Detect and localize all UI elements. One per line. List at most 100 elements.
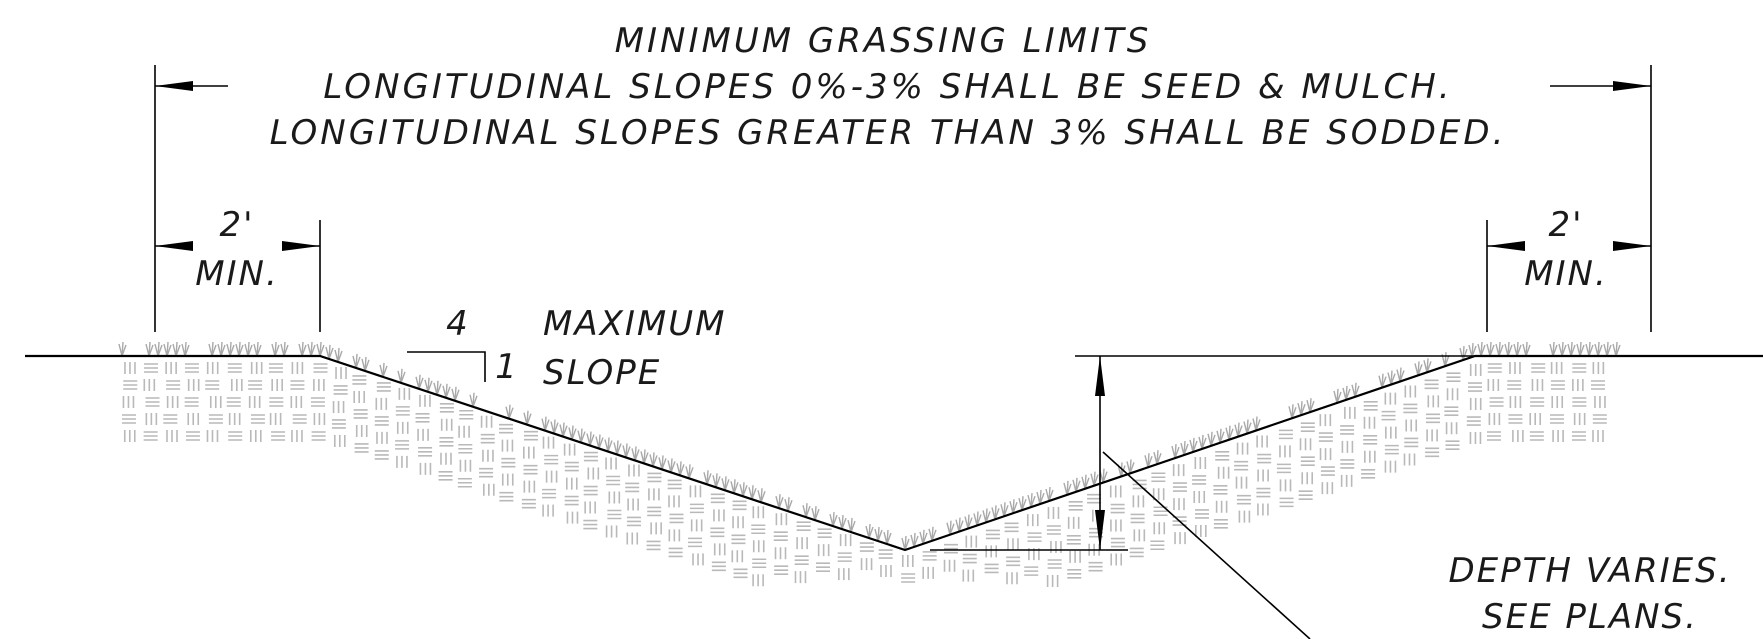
hatch-mark [1109, 485, 1122, 498]
grass-tuft [1225, 425, 1234, 440]
hatch-mark [1507, 380, 1522, 390]
grass-tuft [1000, 502, 1009, 517]
hatch-mark [566, 511, 579, 524]
grass-tuft [595, 434, 604, 449]
grass-tuft [244, 341, 253, 357]
hatch-mark [1592, 414, 1607, 424]
slope-rise-value: 1 [495, 347, 519, 387]
hatch-mark [1172, 482, 1187, 492]
grass-tuft [1153, 450, 1162, 465]
hatch-mark [1469, 364, 1482, 377]
hatch-mark [962, 553, 977, 564]
grass-tuft [577, 428, 586, 443]
hatch-mark [1132, 495, 1145, 508]
hatch-mark [583, 485, 598, 496]
grass-tuft [469, 392, 478, 407]
hatch-mark [248, 380, 263, 390]
hatch-mark [1571, 431, 1586, 441]
right-offset-value: 2' [1549, 205, 1584, 245]
hatch-mark [166, 396, 179, 408]
hatch-mark [501, 457, 516, 468]
hatch-mark [1027, 532, 1042, 542]
grass-tuft [1486, 341, 1495, 357]
hatch-mark [143, 431, 158, 441]
hatch-mark [880, 565, 892, 578]
grass-tuft [964, 514, 973, 529]
hatch-mark [395, 440, 410, 450]
hatch-mark [774, 565, 789, 576]
hatch-mark [1446, 372, 1461, 382]
hatch-mark [1235, 476, 1248, 489]
hatch-mark [1444, 406, 1459, 416]
hatch-mark [1594, 396, 1606, 408]
hatch-mark [752, 506, 765, 519]
hatch-mark [415, 413, 430, 423]
hatch-mark [1424, 379, 1439, 390]
hatch-mark [542, 488, 557, 499]
hatch-mark [1550, 380, 1565, 390]
hatch-mark [564, 495, 579, 506]
grass-tuft [1072, 477, 1081, 493]
hatch-mark [123, 430, 136, 442]
grass-tuft [154, 341, 163, 357]
grass-tuft [1612, 341, 1621, 357]
hatch-mark [145, 397, 160, 407]
hatch-mark [523, 446, 535, 459]
grass-tuft [424, 377, 433, 393]
grass-tuft [604, 437, 613, 452]
hatch-mark [650, 522, 662, 535]
hatch-mark [1572, 397, 1587, 407]
hatch-mark [1279, 497, 1294, 508]
grass-tuft [235, 341, 244, 357]
hatch-mark [268, 363, 283, 373]
grass-tuft [640, 449, 649, 464]
hatch-mark [208, 414, 223, 424]
hatch-mark [1047, 506, 1060, 519]
depth-note-leader [1102, 451, 1311, 639]
hatch-mark [922, 551, 937, 561]
soil-hatching [121, 362, 1607, 587]
slope-label-line-1: MAXIMUM [543, 304, 726, 344]
hatch-mark [943, 543, 958, 554]
hatch-mark [1319, 414, 1332, 427]
hatch-mark [459, 459, 472, 472]
hatch-mark [1046, 574, 1059, 587]
left-offset-arrow-left [155, 241, 193, 251]
hatch-mark [1213, 485, 1228, 495]
hatch-mark [1446, 388, 1459, 401]
hatch-mark [1024, 566, 1039, 576]
grass-tuft [865, 524, 874, 539]
hatch-mark [395, 406, 410, 416]
hatch-mark [1530, 397, 1545, 407]
grass-tuft [901, 535, 910, 551]
hatch-mark [1591, 380, 1605, 390]
hatch-mark [751, 524, 766, 535]
hatch-mark [646, 540, 661, 551]
hatch-mark [775, 513, 788, 526]
hatch-mark [583, 451, 598, 462]
hatch-mark [291, 430, 303, 442]
hatch-mark [352, 375, 367, 385]
hatch-mark [499, 491, 514, 502]
hatch-mark [228, 431, 243, 441]
hatch-mark [376, 431, 388, 444]
hatch-mark [962, 569, 975, 582]
hatch-mark [1531, 379, 1544, 391]
hatch-mark [334, 434, 346, 447]
hatch-mark [396, 421, 409, 434]
hatch-mark [313, 413, 326, 425]
hatch-mark [774, 547, 787, 560]
grass-tuft [982, 508, 991, 523]
hatch-mark [1007, 538, 1019, 551]
hatch-mark [1340, 425, 1355, 435]
hatch-mark [1385, 426, 1397, 439]
hatch-mark [459, 409, 474, 420]
grass-tuft [1306, 398, 1315, 413]
grass-tuft [802, 503, 811, 518]
hatch-mark [689, 485, 702, 498]
hatch-mark [1425, 413, 1440, 424]
hatch-mark [1405, 419, 1418, 432]
grass-tuft [1468, 342, 1477, 358]
hatch-mark [838, 568, 850, 581]
hatch-mark [647, 472, 662, 483]
